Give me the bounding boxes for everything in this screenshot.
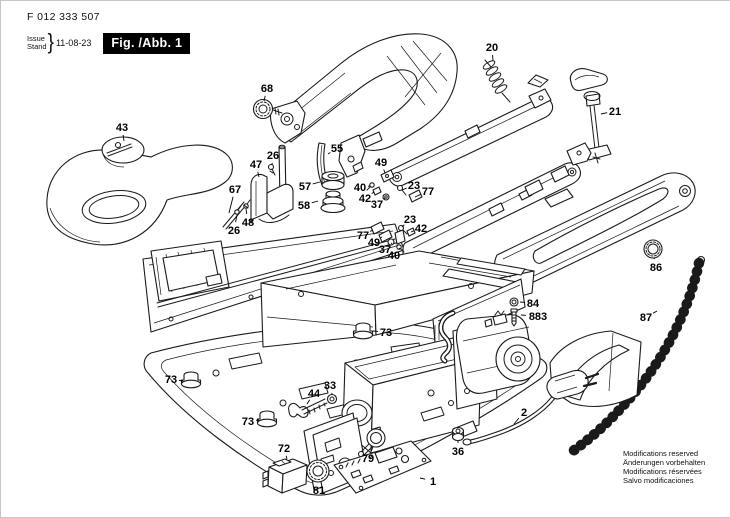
part-number-36: 36: [452, 446, 464, 458]
part-number-87: 87: [640, 312, 652, 324]
part-number-42: 42: [359, 193, 371, 205]
part-number-68: 68: [261, 83, 273, 95]
part-number-42: 42: [415, 223, 427, 235]
part-number-20: 20: [486, 42, 498, 54]
part-number-26: 26: [228, 225, 240, 237]
part-number-1: 1: [430, 476, 436, 488]
part-number-49: 49: [375, 157, 387, 169]
leader-line-48: [246, 209, 247, 214]
notice-line-es: Salvo modificaciones: [623, 476, 705, 485]
part-number-73: 73: [242, 416, 254, 428]
notice-line-en: Modifications reserved: [623, 449, 705, 458]
leader-line-58: [312, 201, 318, 203]
part-number-58: 58: [298, 200, 310, 212]
work-table: [47, 145, 233, 245]
part-number-2: 2: [521, 407, 527, 419]
leader-line-37: [391, 243, 392, 244]
rubber-foot-73-right: [354, 323, 373, 339]
issue-brace: }: [48, 30, 54, 55]
issue-date: 11-08-23: [56, 38, 91, 48]
part-number-81: 81: [313, 485, 325, 497]
part-number-84: 84: [527, 298, 540, 310]
document-part-number: F 012 333 507: [27, 11, 190, 23]
washer-33: [328, 395, 337, 404]
figure-label-badge: Fig. /Abb. 1: [103, 33, 190, 54]
issue-labels: Issue Stand: [27, 35, 47, 51]
bushing-58: [321, 191, 345, 213]
part-number-883: 883: [529, 311, 547, 323]
part-number-43: 43: [116, 122, 128, 134]
screw-26-upper: [269, 165, 276, 176]
screw-48: [244, 200, 250, 208]
part-number-44: 44: [308, 388, 321, 400]
leader-line-21: [601, 113, 607, 114]
part-number-86: 86: [650, 262, 662, 274]
part-number-73: 73: [380, 327, 392, 339]
rubber-foot-73-left: [182, 372, 201, 388]
rubber-foot-73-bottom: [258, 411, 277, 427]
part-number-77: 77: [422, 186, 434, 198]
part-number-37: 37: [371, 199, 383, 211]
part-number-57: 57: [299, 181, 311, 193]
part-number-48: 48: [242, 217, 254, 229]
leader-line-87: [653, 311, 657, 313]
knob-86: [644, 240, 662, 258]
modifications-notice: Modifications reserved Änderungen vorbeh…: [623, 449, 705, 485]
notice-line-fr: Modifications réservées: [623, 467, 705, 476]
notice-line-de: Änderungen vorbehalten: [623, 458, 705, 467]
drawing-header: F 012 333 507 Issue Stand } 11-08-23 Fig…: [27, 11, 190, 54]
bracket-47: [251, 174, 293, 223]
leader-line-40: [399, 248, 400, 249]
nut-36: [453, 428, 464, 441]
spring-clip: [528, 75, 548, 87]
leader-line-1: [420, 478, 425, 479]
leader-line-49: [384, 170, 385, 173]
knob-81: [307, 460, 329, 482]
part-number-26: 26: [267, 150, 279, 162]
part-number-55: 55: [331, 143, 343, 155]
part-number-23: 23: [408, 180, 420, 192]
motor-2: [456, 311, 540, 393]
part-number-33: 33: [324, 380, 336, 392]
part-number-47: 47: [250, 159, 262, 171]
tension-spring-20: [482, 59, 510, 102]
screw-883: [511, 309, 517, 326]
issue-label-de: Stand: [27, 43, 47, 51]
leader-line-57: [313, 182, 320, 184]
part-number-21: 21: [609, 106, 621, 118]
part-number-72: 72: [278, 443, 290, 455]
part-number-73: 73: [165, 374, 177, 386]
part-number-67: 67: [229, 184, 241, 196]
part-number-79: 79: [362, 453, 374, 465]
issue-row: Issue Stand } 11-08-23 Fig. /Abb. 1: [27, 32, 190, 54]
nut-84: [510, 298, 518, 306]
leader-line-67: [229, 197, 233, 213]
part-number-40: 40: [388, 250, 400, 262]
